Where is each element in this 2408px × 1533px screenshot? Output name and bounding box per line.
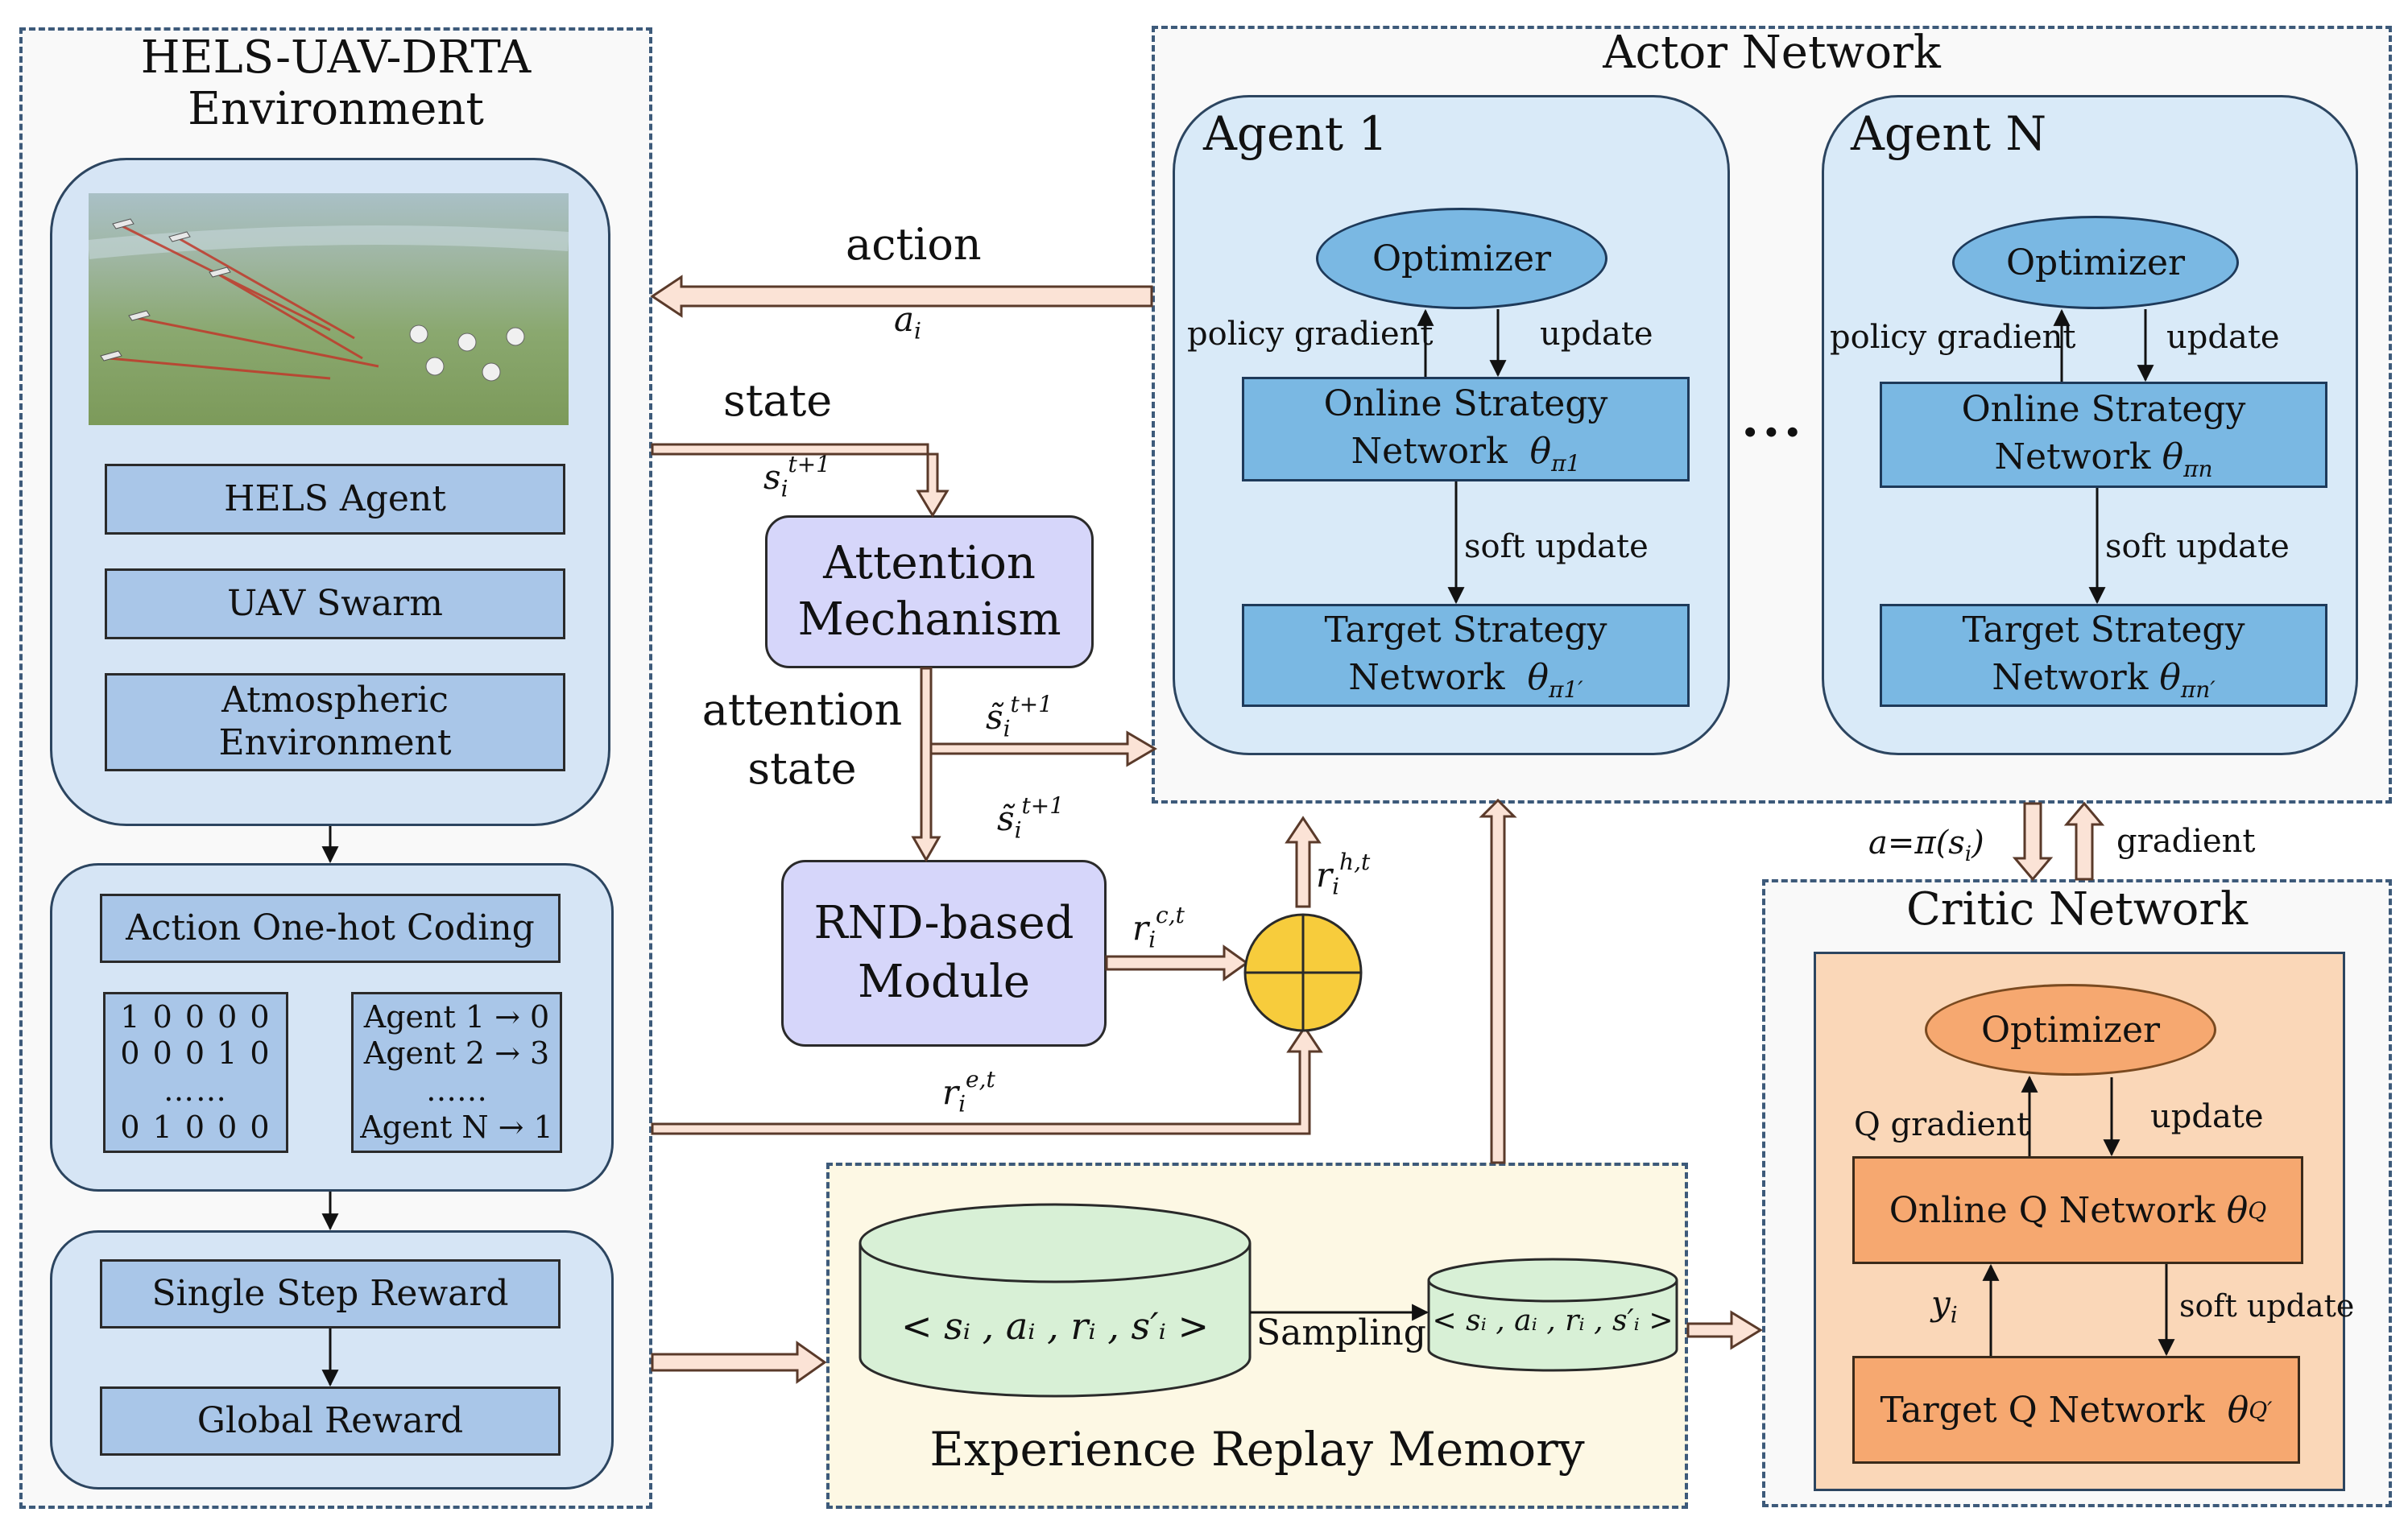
experience-replay-title: Experience Replay Memory — [929, 1422, 1585, 1477]
agent-1-soft-update-label: soft update — [1464, 528, 1649, 565]
hybrid-reward-symbol: rih,t — [1316, 849, 1371, 900]
agent-n-online-strategy-network: Online Strategy Network θπn — [1880, 382, 2327, 488]
replay-tuple-label: < sᵢ , aᵢ , rᵢ , s′ᵢ > — [900, 1304, 1209, 1348]
attention-to-rnd-arrow — [911, 667, 941, 863]
action-symbol: ai — [894, 300, 922, 345]
actor-to-critic-arrow — [2012, 802, 2054, 882]
memory-to-critic-arrow — [1686, 1310, 1763, 1350]
critic-soft-update-label: soft update — [2179, 1288, 2355, 1324]
agent-mapping-box: Agent 1 → 0 Agent 2 → 3 …… Agent N → 1 — [351, 992, 562, 1153]
policy-action-label: a=π(si) — [1868, 824, 1984, 866]
single-step-reward-box: Single Step Reward — [100, 1259, 561, 1328]
yi-label: yi — [1931, 1283, 1958, 1328]
agent-n-soft-update-label: soft update — [2105, 528, 2290, 565]
uav-swarm-box: UAV Swarm — [105, 568, 565, 639]
rnd-module-box: RND-based Module — [781, 860, 1107, 1047]
action-coding-title-box: Action One-hot Coding — [100, 894, 561, 963]
attention-state-symbol-upper: s̃it+1 — [986, 691, 1053, 742]
action-label: action — [846, 219, 982, 270]
critic-to-actor-arrow — [2063, 801, 2105, 881]
agent-1-optimizer: Optimizer — [1316, 208, 1607, 309]
sampling-label: Sampling — [1256, 1312, 1426, 1353]
actor-network-title: Actor Network — [1603, 27, 1941, 79]
hybrid-reward-arrow — [1285, 816, 1322, 908]
hels-agent-box: HELS Agent — [105, 464, 565, 535]
critic-update-label: update — [2150, 1098, 2264, 1135]
curiosity-reward-symbol: ric,t — [1132, 902, 1185, 953]
critic-optimizer: Optimizer — [1925, 984, 2216, 1076]
agent-1-policy-gradient-label: policy gradient — [1187, 316, 1434, 353]
global-reward-box: Global Reward — [100, 1386, 561, 1456]
attention-state-label: attention state — [701, 684, 903, 794]
state-label: state — [723, 375, 833, 426]
atmospheric-environment-box: Atmospheric Environment — [105, 673, 565, 771]
sampled-tuple-label: < sᵢ , aᵢ , rᵢ , s′ᵢ > — [1432, 1304, 1674, 1337]
simulation-image — [89, 193, 569, 425]
agent-1-target-strategy-network: Target Strategy Network θπ1′ — [1242, 604, 1690, 707]
environment-title: HELS-UAV-DRTA Environment — [140, 31, 532, 136]
q-gradient-label: Q gradient — [1854, 1106, 2029, 1143]
gradient-label: gradient — [2116, 823, 2256, 860]
agent-n-update-label: update — [2166, 319, 2280, 356]
one-hot-codes-box: 1 0 0 0 0 0 0 0 1 0 …… 0 1 0 0 0 — [103, 992, 288, 1153]
attention-mechanism-box: Attention Mechanism — [765, 515, 1094, 668]
agent-n-title: Agent N — [1851, 106, 2047, 161]
agent-ellipsis: ··· — [1741, 403, 1805, 463]
agent-n-target-strategy-network: Target Strategy Network θπn′ — [1880, 604, 2327, 707]
agent-n-policy-gradient-label: policy gradient — [1830, 319, 2076, 356]
extrinsic-reward-symbol: rie,t — [942, 1066, 995, 1118]
critic-network-title: Critic Network — [1905, 883, 2249, 936]
attention-state-symbol-lower: s̃it+1 — [997, 792, 1065, 844]
state-symbol: sit+1 — [763, 451, 831, 502]
agent-1-title: Agent 1 — [1203, 106, 1388, 161]
agent-1-update-label: update — [1540, 316, 1653, 353]
env-to-memory-arrow — [651, 1341, 827, 1384]
memory-to-actor-arrow — [1479, 798, 1517, 1164]
agent-1-online-strategy-network: Online Strategy Network θπ1 — [1242, 377, 1690, 481]
reward-sum-node — [1243, 913, 1363, 1032]
agent-n-optimizer: Optimizer — [1952, 216, 2239, 309]
uav-scene-graphic — [89, 218, 569, 382]
